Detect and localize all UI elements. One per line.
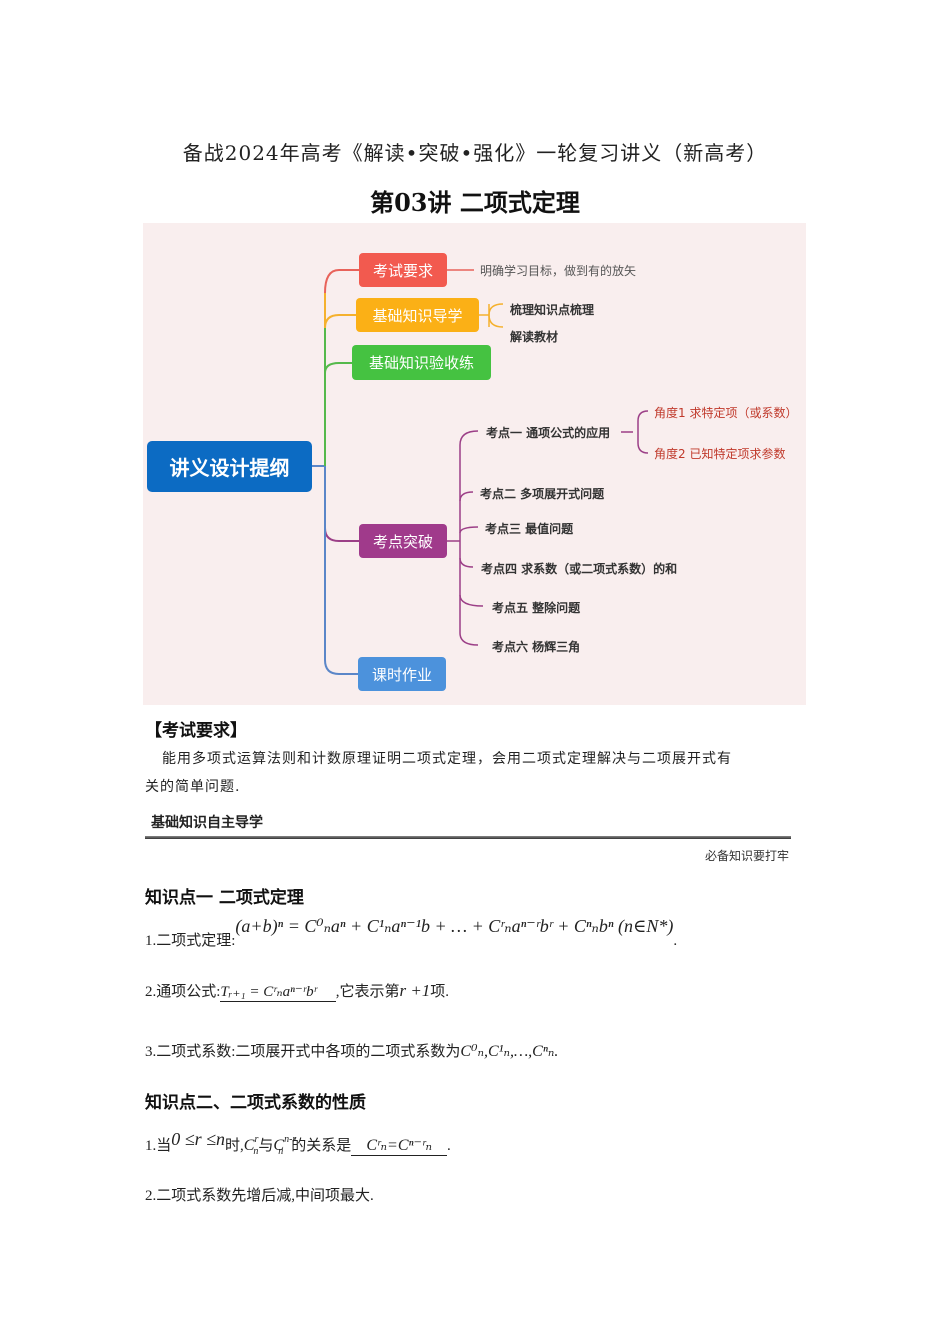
symmetry-and: 与 [258,1138,274,1154]
leaf-point-4: 考点四 求系数（或二项式系数）的和 [481,562,678,576]
binomial-coefficient-text: 3.二项式系数:二项展开式中各项的二项式系数为 [145,1044,461,1060]
binomial-coefficient-formula: C⁰ₙ,C¹ₙ,…,Cⁿₙ. [460,1043,559,1060]
exam-requirements-line2: 关的简单问题. [145,779,241,795]
symmetry-prefix: 1.当 [145,1138,172,1154]
symmetry-mid: 时, [225,1138,244,1154]
leaf-point-2: 考点二 多项展开式问题 [480,487,605,501]
leaf-textbook-reading: 解读教材 [510,330,559,344]
node-homework: 课时作业 [358,657,446,691]
banner-subtitle: 必备知识要打牢 [704,849,789,863]
banner-title: 基础知识自主导学 [151,815,263,831]
binomial-theorem-label: 1.二项式定理: [145,933,236,949]
period: . [447,1138,451,1154]
symmetry-relation-text: 的关系是 [291,1138,352,1154]
leaf-point-5: 考点五 整除问题 [492,601,581,615]
symmetry-condition: 0 ≤r ≤n [171,1129,226,1149]
leaf-point-6: 考点六 杨辉三角 [492,640,581,654]
knowledge-point-2-heading: 知识点二、二项式系数的性质 [145,1093,366,1113]
leaf-angle-1: 角度1 求特定项（或系数） [654,406,798,420]
mindmap-connectors [312,269,649,675]
leaf-learning-goal: 明确学习目标，做到有的放矢 [480,264,637,278]
symmetry-term-b: Cn-rn [273,1134,297,1157]
node-basic-knowledge-guide: 基础知识导学 [356,298,479,332]
general-term-index: r +1 [399,981,431,1000]
leaf-angle-2: 角度2 已知特定项求参数 [654,447,786,461]
node-exam-requirements: 考试要求 [359,253,447,287]
binomial-theorem-formula: (a+b)ⁿ = C⁰ₙaⁿ + C¹ₙaⁿ⁻¹b + … + Cʳₙaⁿ⁻ʳb… [235,916,674,936]
banner-rule [145,836,791,839]
general-term-label: 2.通项公式: [145,984,221,1000]
leaf-knowledge-review: 梳理知识点梳理 [510,303,595,317]
symmetry-answer-blank: Cʳₙ=Cⁿ⁻ʳₙ [351,1135,448,1156]
monotonic-property-item: 2.二项式系数先增后减,中间项最大. [145,1188,374,1204]
node-key-points: 考点突破 [359,524,447,558]
series-title: 备战2024年高考《解读•突破•强化》一轮复习讲义（新高考） [182,141,768,165]
outline-mindmap: 讲义设计提纲 考试要求 基础知识导学 基础知识验收练 考点突破 课时作业 明确学… [143,223,806,705]
symmetry-property-item: 1.当0 ≤r ≤n时,Crn与Cn-rn 的关系是 Cʳₙ=Cⁿ⁻ʳₙ . [145,1129,451,1157]
section-banner: 基础知识自主导学 必备知识要打牢 [145,812,791,864]
general-term-end: 项. [430,984,450,1000]
node-basic-knowledge-practice: 基础知识验收练 [352,345,491,380]
symmetry-term-a: Crn [243,1134,259,1157]
general-term-suffix: ,它表示第 [335,984,400,1000]
symmetry-answer: Cʳₙ=Cⁿ⁻ʳₙ [366,1137,433,1154]
binomial-coefficient-item: 3.二项式系数:二项展开式中各项的二项式系数为C⁰ₙ,C¹ₙ,…,Cⁿₙ. [145,1040,558,1061]
knowledge-point-1-heading: 知识点一 二项式定理 [145,888,304,908]
lecture-title: 第03讲 二项式定理 [370,188,580,217]
exam-requirements-heading: 【考试要求】 [145,721,247,741]
general-term-answer-blank: Tᵣ₊₁ = Cʳₙaⁿ⁻ʳbʳ [220,982,336,1002]
general-term-item: 2.通项公式:Tᵣ₊₁ = Cʳₙaⁿ⁻ʳbʳ ,它表示第r +1项. [145,980,449,1002]
leaf-point-3: 考点三 最值问题 [485,522,574,536]
binomial-theorem-item: 1.二项式定理:(a+b)ⁿ = C⁰ₙaⁿ + C¹ₙaⁿ⁻¹b + … + … [145,916,677,949]
exam-requirements-line1: 能用多项式运算法则和计数原理证明二项式定理，会用二项式定理解决与二项展开式有 [162,751,732,767]
mindmap-root-node: 讲义设计提纲 [147,441,312,492]
leaf-point-1: 考点一 通项公式的应用 [486,426,611,440]
general-term-formula: Tᵣ₊₁ = Cʳₙaⁿ⁻ʳbʳ [220,984,317,1000]
period: . [673,933,678,949]
